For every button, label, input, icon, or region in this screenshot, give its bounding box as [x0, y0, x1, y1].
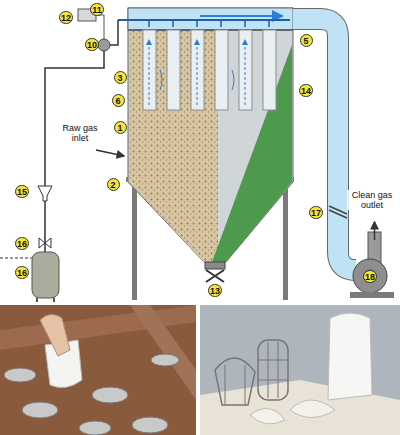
compressed-air-system	[0, 258, 32, 259]
filter-housing	[200, 15, 282, 17]
callout-number: 18	[363, 270, 377, 283]
callout-number: 17	[309, 206, 323, 219]
filter-bags	[245, 40, 246, 105]
photo-bags-and-cages	[290, 400, 335, 418]
filter-bags	[215, 30, 228, 110]
fan	[350, 292, 394, 298]
compressed-air-system	[32, 252, 59, 298]
outlet-duct	[329, 206, 347, 214]
photo-bags-and-cages	[258, 380, 288, 381]
callout-number: 3	[114, 71, 127, 84]
filter-housing	[128, 8, 293, 262]
photo-bag-installation	[92, 387, 128, 403]
photo-bags-and-cages	[278, 342, 279, 398]
filter-bags	[167, 30, 180, 110]
photo-bag-installation	[22, 402, 58, 418]
raw-gas-arrow	[96, 150, 124, 156]
compressed-air-system	[39, 238, 51, 248]
support-frame	[132, 180, 137, 300]
filter-bags	[197, 40, 198, 105]
photo-bags-and-cages	[215, 358, 255, 405]
photo-bag-installation	[40, 314, 70, 356]
filter-bags	[160, 70, 162, 90]
compressed-air-system	[96, 15, 104, 39]
compressed-air-system	[53, 298, 55, 302]
photo-bags-and-cages	[200, 305, 400, 435]
pulse-header	[268, 20, 270, 27]
filter-bags	[263, 30, 276, 110]
callout-number: 1	[114, 121, 127, 134]
rotary-valve	[206, 270, 224, 282]
callout-number: 16	[15, 266, 29, 279]
pulse-header	[220, 20, 222, 27]
outlet-duct	[293, 19, 356, 270]
compressed-air-system	[45, 51, 104, 252]
support-frame	[283, 180, 288, 300]
photo-bags-and-cages	[250, 409, 285, 424]
callout-number: 2	[107, 178, 120, 191]
photo-bag-installation	[4, 368, 36, 382]
pulse-header	[148, 20, 150, 27]
filter-housing	[129, 30, 218, 262]
photo-bag-installation	[130, 305, 196, 400]
outlet-duct	[293, 19, 356, 270]
callout-number: 11	[90, 3, 104, 16]
photo-bag-installation	[0, 305, 196, 435]
photo-bag-installation	[79, 421, 111, 435]
pulse-header	[118, 20, 290, 27]
photo-bags-and-cages	[225, 365, 226, 405]
flow-label: Clean gas outlet	[347, 190, 397, 210]
pulse-header	[172, 20, 174, 27]
photo-bag-installation	[151, 354, 179, 366]
pulse-header	[196, 20, 198, 27]
outlet-duct	[329, 210, 347, 218]
photo-bags-and-cages	[258, 340, 288, 400]
outlet-duct	[293, 19, 356, 270]
compressed-air-system	[110, 20, 118, 45]
raw-gas-arrow	[96, 150, 124, 156]
filter-bags	[191, 30, 204, 110]
filter-bags	[143, 30, 276, 110]
filter-bags	[239, 30, 252, 110]
compressed-air-system	[36, 298, 38, 302]
rotary-valve	[205, 262, 225, 282]
fan	[353, 259, 387, 293]
callout-number: 13	[208, 284, 222, 297]
filter-bags	[143, 30, 156, 110]
callout-number: 5	[300, 34, 313, 47]
photo-bag-installation	[132, 417, 168, 433]
callout-number: 14	[299, 84, 313, 97]
photo-bags-and-cages	[268, 342, 269, 398]
callout-number: 12	[59, 11, 73, 24]
fan	[374, 222, 376, 240]
pulse-header	[118, 19, 290, 21]
filter-bags	[149, 40, 150, 105]
filter-bags	[232, 70, 234, 90]
filter-housing	[128, 8, 293, 262]
callout-number: 10	[85, 38, 99, 51]
compressed-air-system	[98, 39, 110, 51]
rotary-valve	[205, 262, 225, 269]
compressed-air-system	[38, 186, 52, 201]
photo-bags-and-cages	[328, 313, 372, 400]
pulse-header	[244, 20, 246, 27]
flow-label: Raw gas inlet	[56, 123, 104, 143]
photo-bags-and-cages	[200, 305, 400, 435]
callout-number: 15	[15, 185, 29, 198]
fan	[350, 222, 394, 298]
photo-bags-and-cages	[245, 365, 246, 405]
photo-bags-and-cages	[258, 360, 288, 361]
callout-number: 16	[15, 237, 29, 250]
callout-number: 6	[112, 94, 125, 107]
photo-bag-installation	[0, 305, 196, 435]
compressed-air-system	[0, 9, 118, 302]
